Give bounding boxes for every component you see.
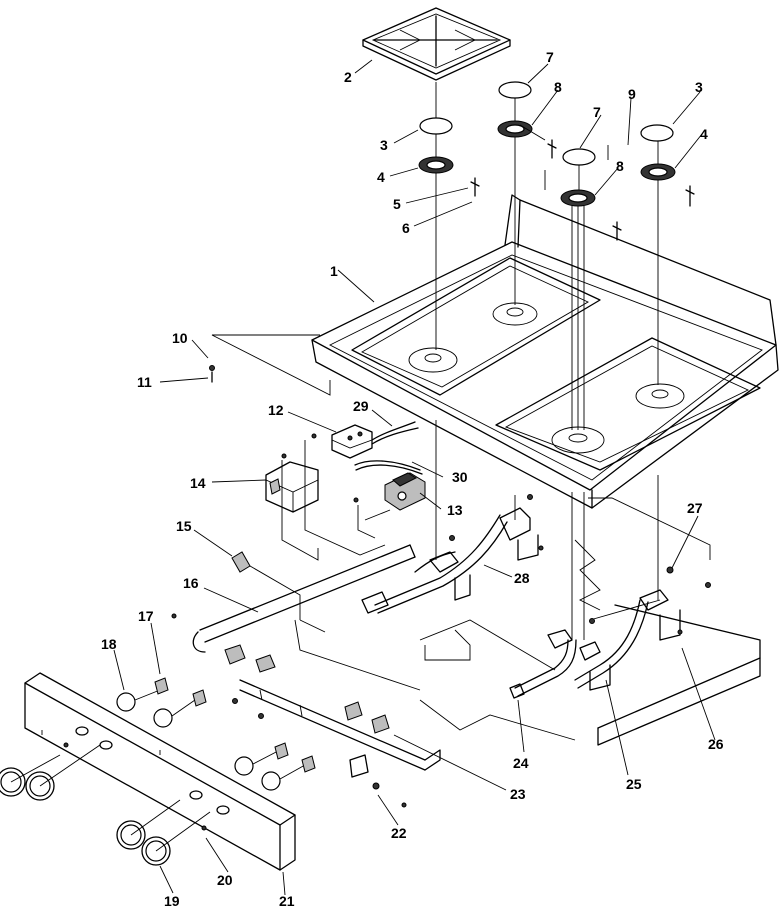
label-21: 21: [279, 893, 295, 909]
label-15: 15: [176, 518, 192, 534]
label-12: 12: [268, 402, 284, 418]
label-13: 13: [447, 502, 463, 518]
label-4-right: 4: [700, 126, 708, 142]
electrodes: [470, 124, 695, 241]
label-1: 1: [330, 263, 338, 279]
label-11: 11: [137, 374, 152, 390]
pressure-regulator: [384, 472, 426, 511]
valve-shaft-rail: [239, 679, 441, 778]
label-4: 4: [377, 169, 385, 185]
label-3: 3: [380, 137, 388, 153]
label-16: 16: [183, 575, 199, 591]
label-28: 28: [514, 570, 530, 586]
label-24: 24: [513, 755, 529, 771]
assembly-lines: [435, 82, 659, 640]
venturi-brackets: [429, 507, 681, 691]
label-22: 22: [391, 825, 407, 841]
leader-lines: [113, 59, 716, 896]
label-23: 23: [510, 786, 526, 802]
label-5: 5: [393, 196, 401, 212]
burner-heads: [418, 120, 676, 207]
label-25: 25: [626, 776, 642, 792]
knob-bezels: [116, 689, 306, 791]
burner-tubes: [374, 514, 649, 697]
label-20: 20: [217, 872, 233, 888]
label-19: 19: [164, 893, 180, 909]
label-3-right: 3: [695, 79, 703, 95]
valve-bracket: [265, 461, 319, 513]
gas-manifold: [192, 544, 416, 653]
burner-box: [211, 334, 761, 746]
label-29: 29: [353, 398, 369, 414]
cooktop-main-top: [311, 194, 779, 509]
label-2: 2: [344, 69, 352, 85]
label-9: 9: [628, 86, 636, 102]
label-17: 17: [138, 608, 154, 624]
label-27: 27: [687, 500, 703, 516]
knob-springs: [154, 677, 316, 773]
callout-labels: 1 2 3 3 4 4 5 6 7 7 8 8 9 10 11 12 13 14…: [101, 49, 724, 909]
control-knobs: [0, 744, 211, 866]
burner-grate: [362, 7, 511, 81]
spark-module: [331, 424, 373, 459]
label-8: 8: [554, 79, 562, 95]
orifice-fitting: [231, 551, 326, 633]
control-panel: [24, 672, 296, 871]
label-7-middle: 7: [593, 104, 601, 120]
label-10: 10: [172, 330, 188, 346]
harness-lines: [212, 334, 391, 561]
label-8-middle: 8: [616, 158, 624, 174]
screws: [63, 365, 711, 831]
wire-harness: [354, 421, 423, 475]
label-26: 26: [708, 736, 724, 752]
label-6: 6: [402, 220, 410, 236]
burner-caps: [419, 81, 674, 166]
burner-valves: [224, 591, 525, 734]
label-14: 14: [190, 475, 206, 491]
label-7: 7: [546, 49, 554, 65]
label-18: 18: [101, 636, 117, 652]
label-30: 30: [452, 469, 468, 485]
